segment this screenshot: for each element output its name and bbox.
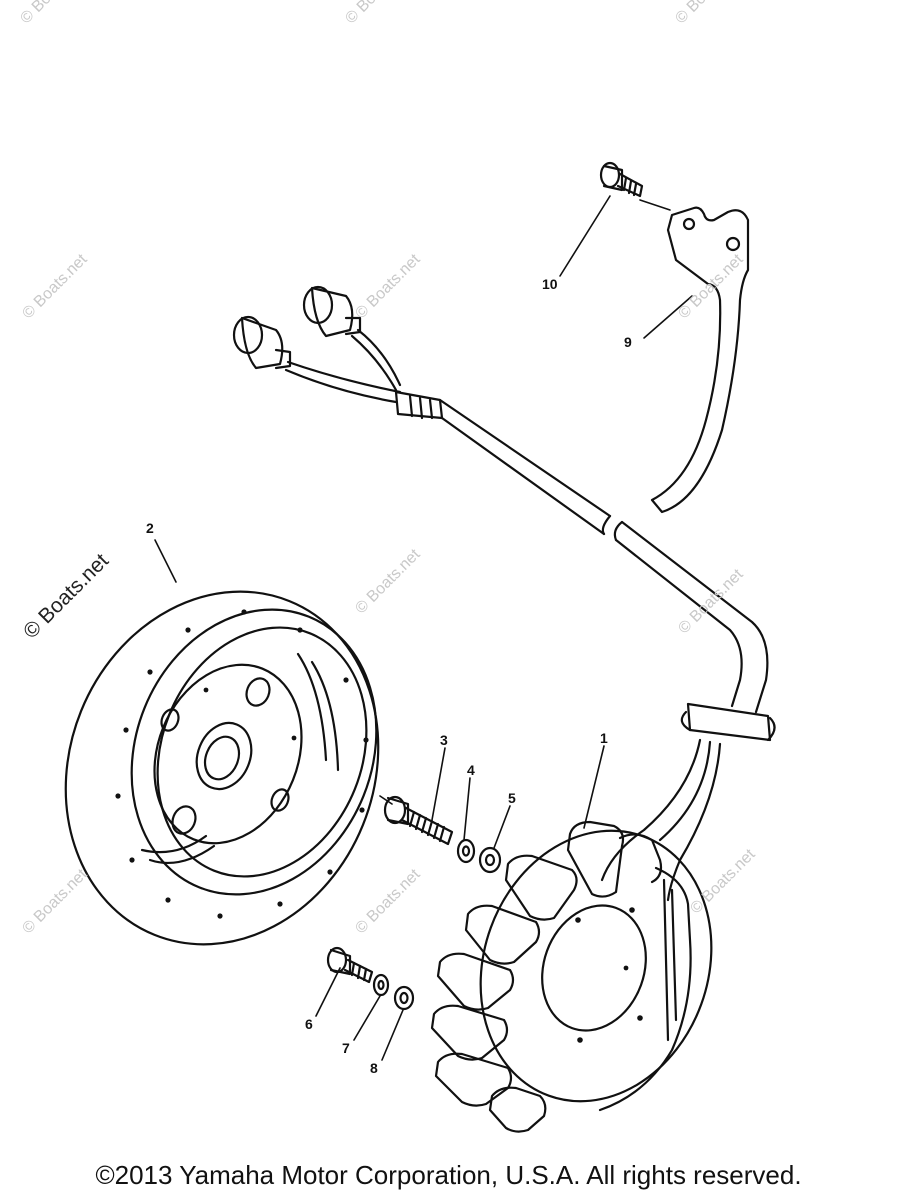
bracket-9	[650, 206, 750, 514]
flywheel-2	[64, 590, 380, 946]
callout-4: 4	[467, 762, 475, 778]
callout-2: 2	[146, 520, 154, 536]
lock-washer-7	[372, 973, 390, 997]
callout-6: 6	[305, 1016, 313, 1032]
callout-10: 10	[542, 276, 558, 292]
wire-harness	[232, 285, 776, 902]
callout-5: 5	[508, 790, 516, 806]
callout-9: 9	[624, 334, 632, 350]
washer-5	[478, 846, 502, 874]
copyright-notice: ©2013 Yamaha Motor Corporation, U.S.A. A…	[95, 1160, 802, 1190]
washer-8	[393, 985, 415, 1011]
callout-3: 3	[440, 732, 448, 748]
bolt-3	[383, 795, 454, 846]
callout-8: 8	[370, 1060, 378, 1076]
callout-1: 1	[600, 730, 608, 746]
lock-washer-4	[456, 838, 476, 864]
bolt-10	[599, 161, 644, 198]
callout-7: 7	[342, 1040, 350, 1056]
bolt-6	[326, 946, 374, 984]
stator-1	[430, 820, 713, 1133]
leader-lines	[154, 195, 693, 1061]
